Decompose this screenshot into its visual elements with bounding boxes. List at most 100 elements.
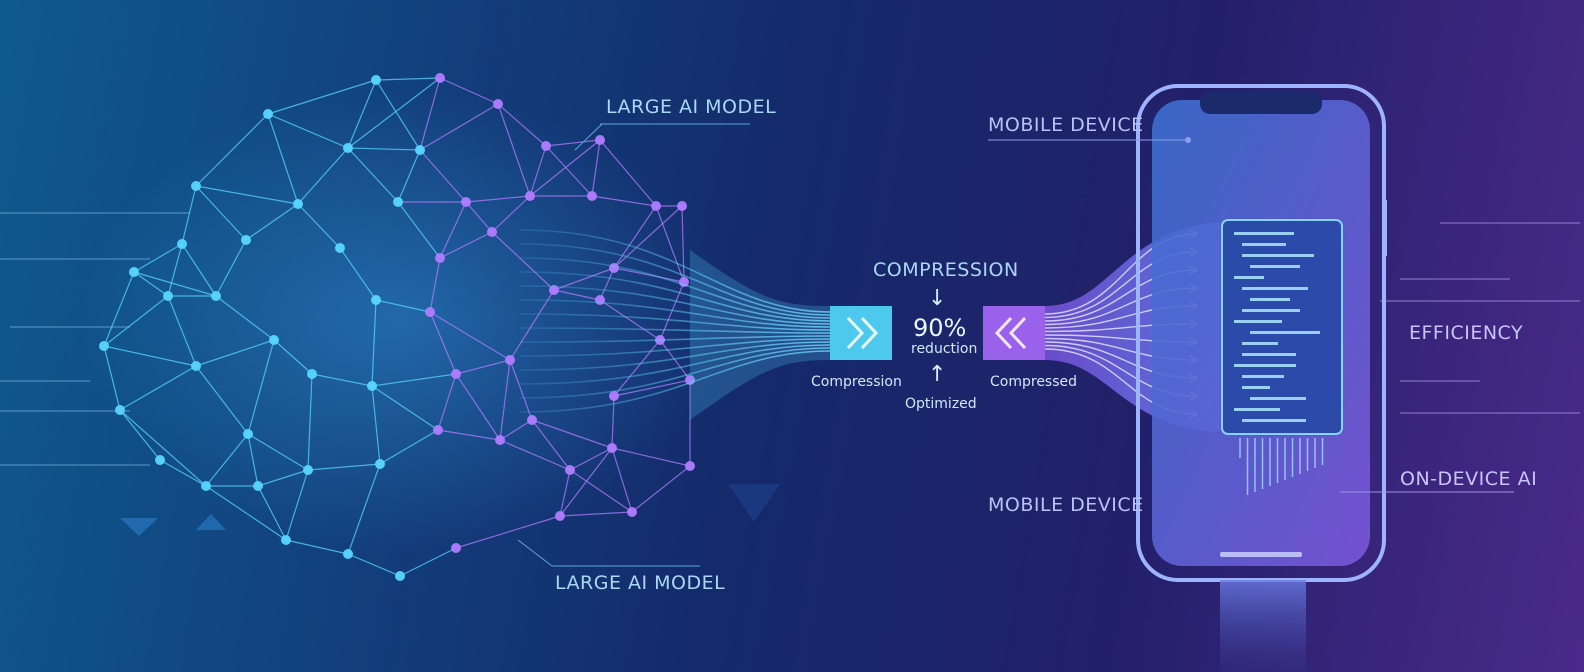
label-leader [574,123,603,151]
network-edge [399,547,457,577]
network-node [155,455,165,465]
network-edge [613,205,683,269]
down-arrow-icon: ↓ [928,286,947,311]
network-node [435,253,445,263]
network-node [609,263,619,273]
network-edge [569,469,633,513]
code-line [1250,331,1320,334]
network-edge [545,145,593,197]
network-edge [267,113,349,149]
network-edge [247,433,259,487]
network-edge [545,139,601,147]
network-edge [529,145,547,197]
network-node [677,201,687,211]
network-edge [455,373,501,441]
network-node [565,465,575,475]
compression-caption-left: Compression [811,374,902,390]
code-line [1250,265,1300,268]
network-edge [455,359,511,375]
network-node [487,227,497,237]
network-edge [245,203,299,241]
network-node [371,75,381,85]
network-edge [499,439,571,471]
network-node [293,199,303,209]
network-edge [339,247,377,301]
network-edge [195,339,275,367]
network-node [527,415,537,425]
network-node [395,571,405,581]
network-edge [371,385,381,465]
network-edge [167,295,197,367]
network-edge [159,459,207,487]
network-edge [103,271,135,347]
network-edge [195,185,247,241]
up-arrow-icon: ↑ [928,362,947,387]
network-node [393,197,403,207]
network-edge [439,77,499,105]
network-edge [611,395,615,449]
data-stream [519,341,831,371]
network-edge [613,339,661,397]
network-node [505,355,515,365]
network-edge [215,295,275,341]
network-node [281,535,291,545]
network-edge [599,299,661,341]
network-edge [611,447,691,467]
network-node [201,481,211,491]
network-node [525,191,535,201]
network-edge [419,149,467,203]
compressed-block-right [983,306,1045,360]
network-edge [285,469,309,541]
network-edge [559,511,633,517]
network-edge [439,231,493,259]
network-node [269,335,279,345]
code-line [1250,298,1290,301]
network-edge [119,365,197,411]
network-edge [559,447,613,517]
brain-glow [80,90,720,550]
on-device-ai-label: ON-DEVICE AI [1400,468,1538,490]
network-node [651,201,661,211]
data-stream [519,243,831,316]
network-edge [553,289,601,301]
network-edge [611,447,633,513]
chevrons-left-icon [994,316,1027,350]
network-node [595,135,605,145]
network-edge [267,79,377,115]
reduction-percent: 90% [913,314,967,342]
network-node [451,369,461,379]
code-line [1234,408,1280,411]
network-node [343,549,353,559]
code-line [1234,232,1294,235]
network-edge [371,373,457,387]
network-edge [439,201,467,259]
network-edge [599,139,657,207]
network-edge [267,113,299,205]
network-node [451,543,461,553]
network-edge [429,257,441,313]
network-edge [347,79,377,149]
network-edge [499,419,533,441]
network-edge [531,419,613,449]
network-edge [195,185,299,205]
network-edge [465,201,493,233]
network-edge [419,103,499,151]
network-edge [499,359,511,441]
network-node [415,145,425,155]
network-edge [531,419,571,471]
network-edge [529,139,601,197]
network-edge [465,195,531,203]
network-node [435,73,445,83]
phone-side-button [1384,200,1387,256]
network-node [307,369,317,379]
network-node [425,307,435,317]
code-line [1242,375,1284,378]
network-edge [273,339,313,375]
network-node [587,191,597,201]
data-stream [519,327,831,334]
phone-notch [1200,92,1322,114]
network-node [253,481,263,491]
network-edge [613,379,691,397]
network-edge [103,345,197,367]
chevrons-right-icon [846,316,879,350]
